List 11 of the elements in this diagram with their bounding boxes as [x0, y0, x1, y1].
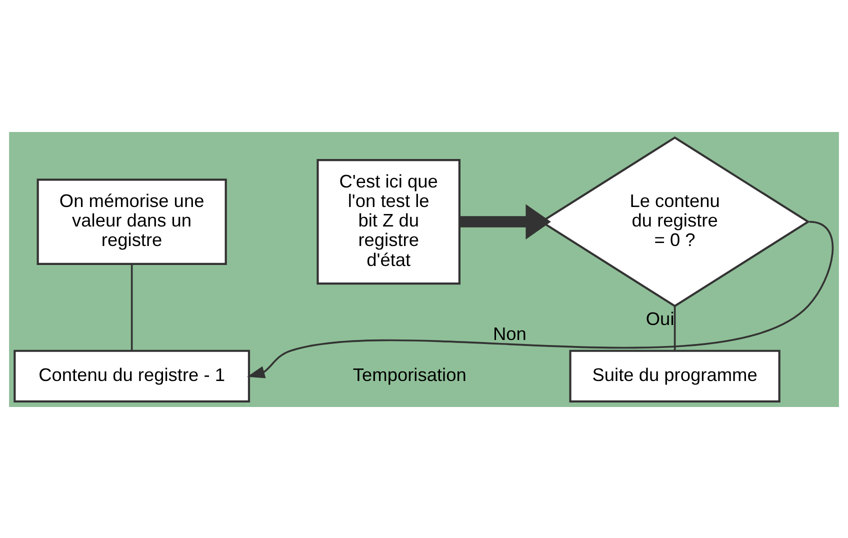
node-box: Suite du programme: [569, 349, 780, 402]
arrow: [460, 204, 551, 239]
edge-label: Oui: [646, 307, 674, 328]
node-box: On mémorise une valeur dans un registre: [36, 178, 227, 264]
label: Temporisation: [352, 363, 466, 384]
node-box: C'est ici que l'on test le bit Z du registre d'état: [316, 158, 460, 284]
connector: [674, 306, 676, 350]
arrow: [247, 220, 834, 378]
edge-label: Non: [492, 322, 526, 344]
node-box: Contenu du registre - 1: [14, 349, 250, 402]
connector: [130, 264, 133, 350]
